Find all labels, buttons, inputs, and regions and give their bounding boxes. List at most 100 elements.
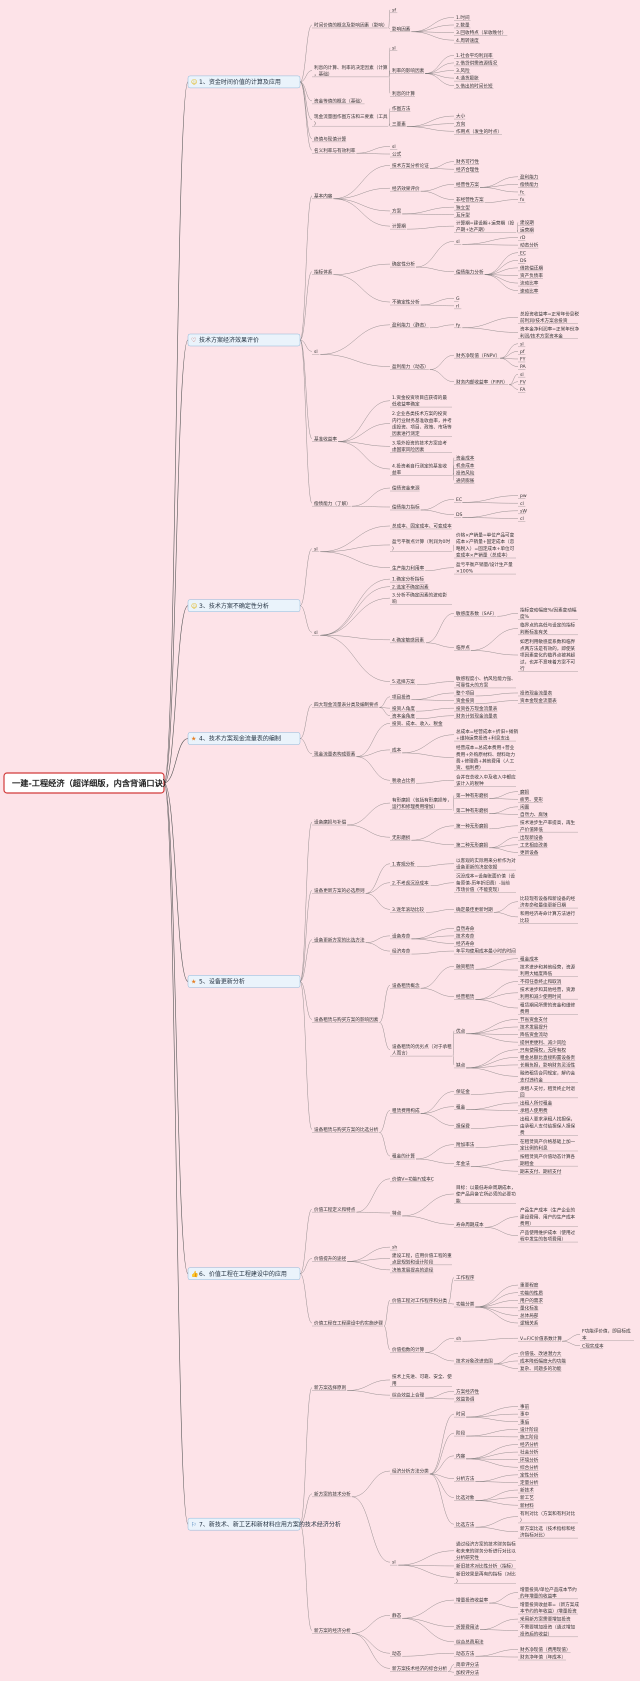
connector-line <box>475 1489 519 1501</box>
subtopic-node: 特点 <box>392 1210 402 1217</box>
subtopic-node: 3.风险 <box>456 67 470 74</box>
connector-line <box>429 324 455 328</box>
connector-line <box>489 798 519 800</box>
connector-line <box>356 146 391 154</box>
branch-topic[interactable]: ☺1、资金时间价值的计算及应用 <box>187 75 301 89</box>
root-node[interactable]: 一建-工程经济（超详细版，内含背诵口诀） <box>3 772 171 794</box>
subtopic-node: 3.逐年滚动比较 <box>392 906 424 913</box>
subtopic-node: 经济分析 <box>520 1441 539 1448</box>
subtopic-node: sl <box>392 45 396 51</box>
topic-node: sl <box>314 349 318 355</box>
connector-line <box>448 1671 455 1673</box>
subtopic-node: 偿债能力 <box>520 181 539 188</box>
subtopic-node: 投资现金流量表 <box>520 690 553 697</box>
subtopic-node: FY <box>520 357 526 363</box>
branch-topic[interactable]: ⚐7、新技术、新工艺和新材料应用方案的技术经济分析 <box>187 1517 341 1531</box>
connector-line <box>479 1618 519 1630</box>
connector-line <box>509 373 519 385</box>
mind-map-nodes: ☺1、资金时间价值的计算及应用时间价值的概念及影响因素（影响）sf影响因素1.时… <box>187 7 631 1676</box>
connector-line <box>462 327 519 333</box>
topic-node: sl <box>314 630 318 636</box>
subtopic-node: 公式 <box>392 151 402 158</box>
connector-line <box>425 55 455 74</box>
subtopic-node: 总投资收益率=正常年份息税前利润/技术方案总投资 <box>520 310 579 324</box>
connector-line <box>466 1019 519 1034</box>
subtopic-node: G <box>456 296 460 302</box>
subtopic-node: 增量投资收益率=（新方案成本节约的年收益）/增量投资 <box>520 1601 579 1615</box>
subtopic-node: 技术进步生产率提高，再生产价值降低 <box>520 819 576 833</box>
subtopic-node: 设备租赁概念 <box>392 982 420 989</box>
connector-line <box>489 1602 519 1608</box>
subtopic-node: 效益协调 <box>456 1396 475 1403</box>
connector-line <box>420 988 455 997</box>
subtopic-node: 租赁期间所需的资金和维修费用 <box>520 1001 576 1015</box>
topic-node: 新方案选择原则 <box>314 1384 347 1391</box>
subtopic-node: 不确定性分析 <box>392 299 420 306</box>
connector-line <box>466 1444 519 1460</box>
subtopic-node: 投资人角度 <box>392 705 415 712</box>
subtopic-node: 5.选择方案 <box>392 678 415 685</box>
connector-line <box>475 1481 519 1483</box>
connector-line <box>347 1246 391 1262</box>
topic-node: 新方案的经济分析 <box>314 1627 351 1634</box>
subtopic-node: 承租人支付，租赁终止时退回 <box>520 1085 576 1099</box>
subtopic-node: fy <box>456 322 461 328</box>
connector-line <box>299 939 313 982</box>
heart-icon: ♡ <box>191 337 196 344</box>
subtopic-node: 缺点 <box>456 1062 466 1069</box>
connector-line <box>416 863 455 867</box>
mind-map-connectors <box>163 9 634 1676</box>
connector-line <box>475 958 519 970</box>
connector-line <box>462 244 519 246</box>
subtopic-node: 产品生产成本（生产企业的建设费用、用户的生产成本费用） <box>520 1207 576 1227</box>
subtopic-node: 经济寿命 <box>392 948 411 955</box>
subtopic-node: 财务内部收益率（FIRR） <box>456 378 508 385</box>
subtopic-node: 大小 <box>456 113 466 120</box>
connector-line <box>347 1261 391 1271</box>
connector-line <box>379 1022 391 1050</box>
subtopic-node: 期末支付、期初支付 <box>520 1168 562 1175</box>
connector-line <box>466 1026 519 1034</box>
connector-line <box>388 70 391 78</box>
subtopic-node: 寿命周期成本 <box>456 1221 484 1228</box>
connector-line <box>475 981 519 1000</box>
subtopic-node: 新材料 <box>520 1502 534 1509</box>
connector-line <box>415 241 455 268</box>
connector-line <box>509 381 519 385</box>
connector-line <box>299 1493 313 1525</box>
connector-line <box>425 1338 455 1353</box>
connector-line <box>489 806 519 814</box>
subtopic-node: rD <box>520 235 526 241</box>
branch-topic[interactable]: ☺3、技术方案不确定性分析 <box>187 599 301 612</box>
subtopic-node: 总成本、固定成本、可变成本 <box>392 523 452 530</box>
branch-topic[interactable]: ★5、设备更新分析 <box>187 975 301 988</box>
subtopic-node: 经济合理性 <box>456 166 479 173</box>
subtopic-node: 量化标准 <box>520 1304 539 1311</box>
connector-line <box>466 1416 519 1422</box>
subtopic-node: 产品使用维护成本（使用过程中发生的各项费用） <box>520 1229 576 1243</box>
connector-line <box>425 1352 455 1362</box>
connector-line <box>415 266 455 272</box>
branch-topic[interactable]: ★4、技术方案现金流量表的编制 <box>187 732 301 745</box>
subtopic-node: 作图方法 <box>392 105 411 112</box>
subtopic-node: 出现新设备 <box>520 834 543 841</box>
branch-topic[interactable]: 👍6、价值工程在工程建设中的应用 <box>187 1267 301 1280</box>
subtopic-node: 融资租赁 <box>456 963 475 970</box>
subtopic-node: 经济寿命 <box>456 940 475 947</box>
connector-line <box>402 752 455 758</box>
subtopic-node: 融资租赁合同规定，解约会支付违约金 <box>520 1070 576 1084</box>
subtopic-node: 通货膨胀 <box>456 477 475 484</box>
subtopic-node: 增量投资收益率 <box>456 1597 489 1604</box>
subtopic-node: 速动比率 <box>520 287 539 294</box>
subtopic-node: 出租人要求承租人找担保，由承租人支付给担保人担保费 <box>520 1116 576 1136</box>
subtopic-node: 经济分析方法分类 <box>392 1468 429 1475</box>
connector-line <box>420 509 455 515</box>
connector-line <box>475 1306 519 1324</box>
connector-line <box>484 267 519 275</box>
connector-line <box>452 809 455 811</box>
connector-line <box>333 198 391 212</box>
connector-line <box>299 1273 313 1324</box>
branch-topic[interactable]: ♡技术方案经济效果评价 <box>187 333 301 347</box>
subtopic-node: 节省资金支付 <box>520 1016 548 1023</box>
subtopic-node: 设备寿命 <box>392 932 411 939</box>
